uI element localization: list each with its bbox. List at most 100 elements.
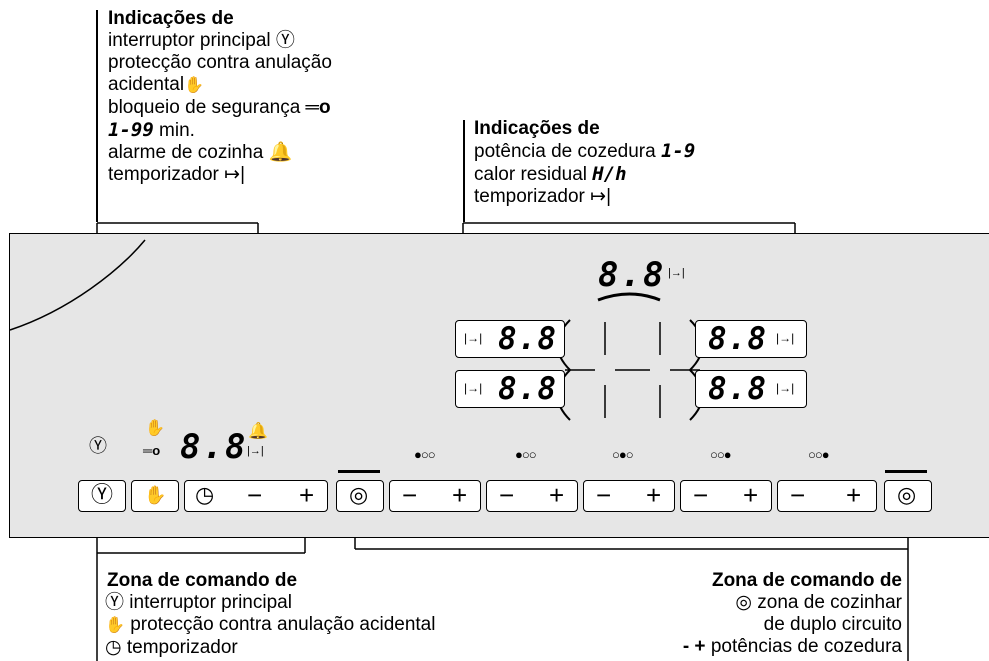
zone-minus[interactable]: −: [499, 480, 515, 510]
dual-circuit-bar-right: [885, 470, 927, 473]
symbol-display: H/h: [592, 163, 627, 185]
zone-dots-front-right-icon: ○○●: [808, 447, 830, 462]
zone-dots-rear-left-icon: ●○○: [515, 447, 537, 462]
line-text: protecção contra anulação acidental: [130, 614, 436, 635]
timer-plus[interactable]: +: [299, 480, 315, 510]
timer-arrow-icon: ↦|: [590, 186, 612, 207]
zone-value: 8.8: [708, 321, 767, 357]
top-left-annotation: Indicações de interruptor principal Ⓨ pr…: [108, 8, 332, 186]
zone-dots-rear-right-icon: ○○●: [710, 447, 732, 462]
bottom-right-line-2: de duplo circuito: [763, 614, 902, 635]
zone-value: 8.8: [708, 371, 767, 407]
top-right-leader: [463, 120, 465, 222]
zone-slider-rear-right[interactable]: − +: [680, 480, 772, 512]
zone-slider-front-left[interactable]: − +: [389, 480, 481, 512]
zone-minus[interactable]: −: [596, 480, 612, 510]
power-icon: Ⓨ: [105, 592, 125, 613]
zone-plus[interactable]: +: [549, 480, 565, 510]
zone-plus[interactable]: +: [846, 480, 862, 510]
zone-slider-center[interactable]: − +: [583, 480, 675, 512]
top-right-line-1: potência de cozedura 1-9: [474, 140, 695, 163]
line-text: alarme de cozinha: [108, 142, 264, 163]
dual-circuit-icon: ◎: [897, 482, 917, 507]
dual-circuit-icon: ◎: [349, 482, 369, 507]
top-left-line-1: interruptor principal Ⓨ: [108, 30, 332, 52]
bottom-right-heading: Zona de comando de: [711, 570, 902, 591]
line-text: interruptor principal: [108, 30, 271, 51]
top-left-line-5: 1-99 min.: [108, 119, 332, 142]
hand-lock-icon: ✋: [105, 617, 125, 634]
bottom-left-list: Ⓨ interruptor principal ✋ protecção cont…: [105, 592, 435, 659]
bottom-left-heading: Zona de comando de: [107, 570, 298, 591]
timer-arrow-icon: |→|: [464, 381, 483, 395]
zone-dots-center-icon: ○●○: [612, 447, 634, 462]
zone-plus[interactable]: +: [646, 480, 662, 510]
zone-display-front-right: 8.8 |→|: [695, 320, 807, 358]
zone-plus[interactable]: +: [743, 480, 759, 510]
zone-minus[interactable]: −: [402, 480, 418, 510]
clock-icon: ◷: [105, 637, 122, 658]
power-button[interactable]: Ⓨ: [78, 480, 126, 512]
top-left-line-2: protecção contra anulação: [108, 52, 332, 73]
minus-plus-symbol: - +: [682, 636, 706, 657]
top-left-line-3: acidental✋: [108, 74, 332, 97]
top-left-line-4: bloqueio de segurança ═o: [108, 97, 332, 119]
bottom-right-line-1: ◎ zona de cozinhar: [683, 592, 902, 614]
timer-arrow-icon: |→|: [776, 381, 795, 395]
bottom-left-line-3: ◷ temporizador: [105, 637, 435, 659]
power-indicator-icon: Ⓨ: [89, 436, 107, 456]
key-indicator-icon: ═o: [143, 443, 161, 458]
line-text: zona de cozinhar: [757, 592, 902, 613]
timer-arrow-icon: ↦|: [224, 164, 246, 185]
line-text: temporizador: [474, 186, 585, 207]
zone-minus[interactable]: −: [693, 480, 709, 510]
bottom-left-annotation: Zona de comando de: [107, 570, 297, 592]
top-left-line-7: temporizador ↦|: [108, 164, 332, 186]
zone-display-rear-right: 8.8 |→|: [695, 370, 807, 408]
dual-circuit-button-left[interactable]: ◎: [336, 480, 384, 512]
hand-lock-icon: ✋: [144, 485, 167, 505]
line-text: min.: [159, 120, 195, 141]
line-text: potências de cozedura: [710, 636, 902, 657]
key-icon: ═o: [305, 97, 331, 118]
top-left-leader: [96, 10, 98, 222]
timer-minus[interactable]: −: [247, 480, 263, 510]
line-text: temporizador: [108, 164, 219, 185]
child-lock-button[interactable]: ✋: [131, 480, 179, 512]
top-right-annotation: Indicações de potência de cozedura 1-9 c…: [474, 118, 695, 208]
zone-display-rear-left: |→| 8.8: [455, 370, 565, 408]
center-top-timer-arrow: |→|: [668, 267, 685, 279]
line-text: calor residual: [474, 164, 587, 185]
top-right-heading: Indicações de: [474, 118, 600, 139]
hand-lock-icon: ✋: [184, 77, 204, 94]
bell-indicator-icon: 🔔: [248, 423, 268, 440]
bell-icon: 🔔: [268, 142, 293, 163]
line-text: potência de cozedura: [474, 141, 656, 162]
timer-arrow-icon: |→|: [776, 331, 795, 345]
zone-plus[interactable]: +: [452, 480, 468, 510]
zone-slider-front-right[interactable]: − +: [777, 480, 877, 512]
center-top-display: 8.8: [598, 255, 666, 295]
top-left-heading: Indicações de: [108, 8, 234, 29]
top-right-line-2: calor residual H/h: [474, 163, 695, 186]
zone-display-front-left: |→| 8.8: [455, 320, 565, 358]
timer-control-button[interactable]: ◷ − +: [184, 480, 328, 512]
bottom-right-annotation: Zona de comando de ◎ zona de cozinhar de…: [683, 570, 902, 658]
timer-arrow-icon: |→|: [464, 331, 483, 345]
zone-value: 8.8: [498, 321, 557, 357]
power-icon: Ⓨ: [275, 30, 295, 51]
range-display: 1-9: [660, 140, 696, 162]
dual-circuit-button-right[interactable]: ◎: [884, 480, 932, 512]
line-text: interruptor principal: [129, 592, 292, 613]
hand-lock-indicator-icon: ✋: [145, 420, 165, 437]
line-text: bloqueio de segurança: [108, 97, 301, 118]
bottom-left-line-1: Ⓨ interruptor principal: [105, 592, 435, 614]
zone-minus[interactable]: −: [790, 480, 806, 510]
zone-value: 8.8: [498, 371, 557, 407]
power-icon: Ⓨ: [91, 482, 114, 507]
zone-slider-rear-left[interactable]: − +: [486, 480, 578, 512]
dual-circuit-bar-left: [338, 470, 380, 473]
line-text: temporizador: [126, 637, 238, 658]
dual-circuit-icon: ◎: [735, 592, 752, 613]
top-right-line-3: temporizador ↦|: [474, 186, 695, 208]
